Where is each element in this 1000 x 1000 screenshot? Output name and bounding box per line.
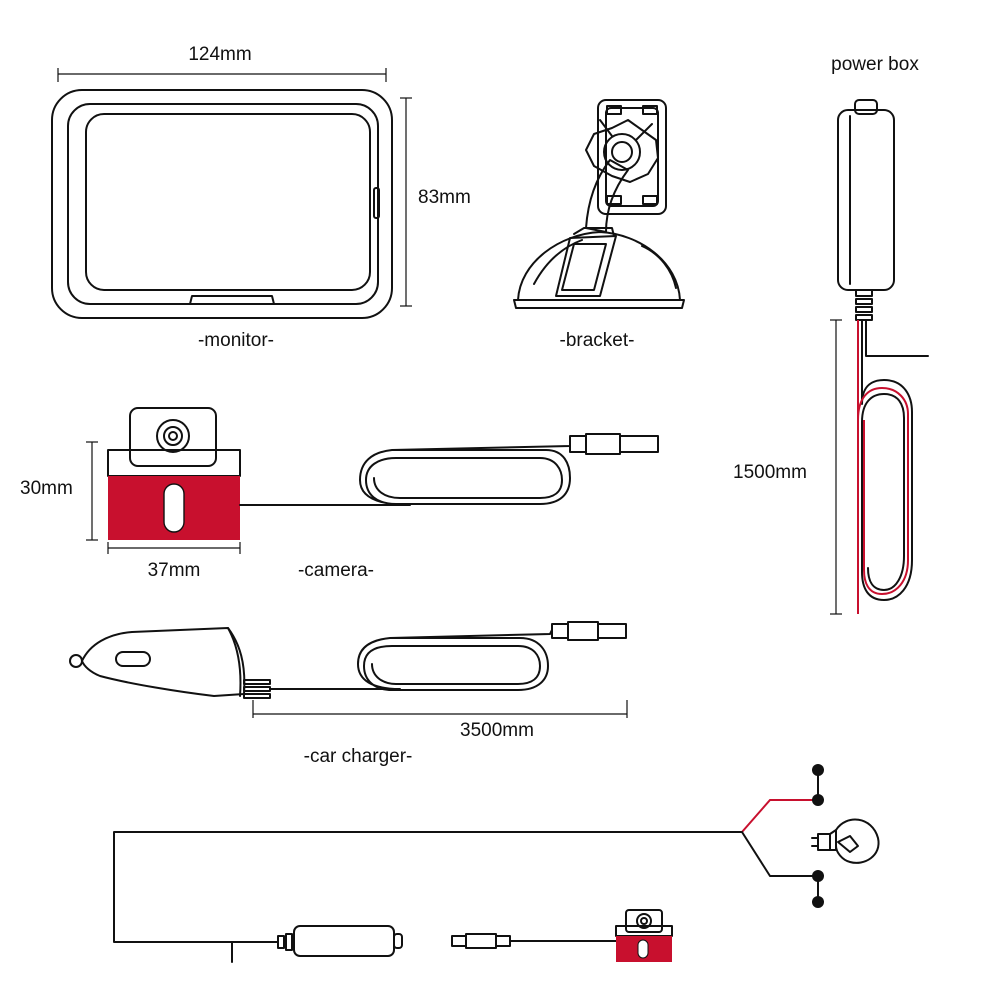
power-box-small-icon xyxy=(277,925,403,957)
lamp-negative-wire xyxy=(741,831,817,877)
light-bulb-icon xyxy=(811,818,880,864)
camera-width-label: 37mm xyxy=(148,560,201,581)
power-box-group: power box 1500mm xyxy=(733,54,929,615)
charger-cable-length-label: 3500mm xyxy=(460,720,534,741)
car-charger-group: 3500mm -car charger- xyxy=(69,621,628,767)
wiring-diagram xyxy=(113,764,880,963)
camera-connector-small-icon xyxy=(451,933,511,949)
terminal-dot xyxy=(812,896,824,908)
monitor-height-dimension xyxy=(400,97,412,307)
power-box-coiled-wire xyxy=(861,319,913,601)
charger-cable xyxy=(269,629,553,691)
terminal-dot xyxy=(812,870,824,882)
camera-height-dimension xyxy=(86,441,98,541)
camera-width-dimension xyxy=(107,542,241,554)
car-charger-caption: -car charger- xyxy=(304,746,413,767)
power-cable-length-label: 1500mm xyxy=(733,462,807,483)
suction-bracket-icon xyxy=(513,99,685,309)
power-box-icon xyxy=(837,99,895,321)
monitor-icon xyxy=(51,89,393,319)
monitor-group: 124mm 83mm -monitor- xyxy=(51,44,471,351)
power-box-black-wire xyxy=(865,319,929,357)
bracket-caption: -bracket- xyxy=(560,330,635,351)
camera-small-icon xyxy=(615,909,673,962)
main-wire xyxy=(113,831,743,943)
camera-cable xyxy=(239,441,571,506)
terminal-dot xyxy=(812,764,824,776)
camera-caption: -camera- xyxy=(298,560,374,581)
camera-group: 30mm 37mm -camera- xyxy=(20,407,659,581)
car-charger-icon xyxy=(69,627,271,699)
lamp-positive-wire xyxy=(741,799,816,833)
monitor-caption: -monitor- xyxy=(198,330,274,351)
monitor-width-label: 124mm xyxy=(188,44,251,65)
camera-icon xyxy=(107,407,241,540)
charger-cable-dimension xyxy=(252,700,628,718)
terminal-dot xyxy=(812,794,824,806)
power-box-label: power box xyxy=(831,54,919,75)
power-box-red-wire xyxy=(857,320,909,614)
charger-connector-icon xyxy=(551,621,627,641)
bracket-group: -bracket- xyxy=(513,99,685,351)
monitor-width-dimension xyxy=(57,68,387,82)
monitor-height-label: 83mm xyxy=(418,187,471,208)
camera-height-label: 30mm xyxy=(20,478,73,499)
camera-connector-icon xyxy=(569,433,659,455)
power-cable-dimension xyxy=(830,319,842,615)
